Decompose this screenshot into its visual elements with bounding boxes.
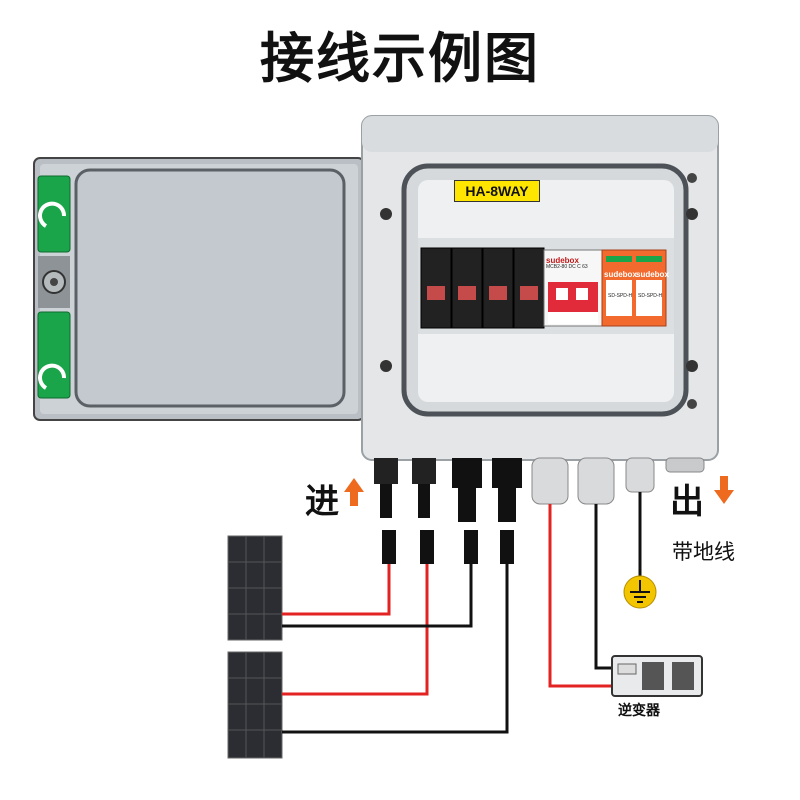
fuse-holders [420, 247, 545, 329]
cable-gland-3[interactable] [625, 457, 655, 493]
spd-model-left: SD-SPD-H [608, 293, 633, 299]
ground-symbol-icon [623, 575, 657, 609]
surge-protector[interactable] [601, 249, 667, 327]
inverter-label: 逆变器 [618, 703, 660, 719]
breaker-model: MCB2-80 DC C 63 [546, 264, 588, 270]
mc4-plugs [382, 530, 514, 564]
connector-in-3[interactable] [452, 458, 482, 522]
output-label: 出 [670, 482, 704, 522]
spd-brand-right: sudebox [636, 270, 669, 279]
cable-gland-1[interactable] [531, 457, 569, 505]
solar-panel-icon [227, 535, 283, 641]
connector-in-1[interactable] [374, 458, 398, 518]
breaker-brand: sudebox [546, 256, 579, 265]
arrow-up-icon [344, 478, 364, 506]
door-latch-bottom[interactable] [37, 311, 71, 399]
arrow-down-icon [714, 476, 734, 504]
model-label: HA-8WAY [454, 180, 540, 202]
dc-circuit-breaker[interactable] [543, 249, 603, 327]
ground-label: 带地线 [672, 540, 735, 564]
mc4-connectors [374, 457, 705, 522]
vent-plug [665, 457, 705, 473]
connector-in-2[interactable] [412, 458, 436, 518]
spd-brand-left: sudebox [604, 270, 637, 279]
fuse-holder-3[interactable] [482, 247, 514, 329]
solar-panel-icon [227, 651, 283, 759]
fuse-holder-4[interactable] [513, 247, 545, 329]
spd-model-right: SD-SPD-H [638, 293, 663, 299]
screw-icon [380, 173, 698, 409]
cable-gland-2[interactable] [577, 457, 615, 505]
wiring [282, 492, 642, 734]
fuse-holder-2[interactable] [451, 247, 483, 329]
fuse-holder-1[interactable] [420, 247, 452, 329]
connector-in-4[interactable] [492, 458, 522, 522]
door-lock-icon[interactable] [38, 256, 70, 308]
inverter-icon [611, 655, 703, 697]
door-latch-top[interactable] [37, 175, 71, 253]
page-title: 接线示例图 [260, 27, 540, 90]
input-label: 进 [305, 482, 339, 522]
enclosure-door[interactable] [33, 157, 365, 421]
